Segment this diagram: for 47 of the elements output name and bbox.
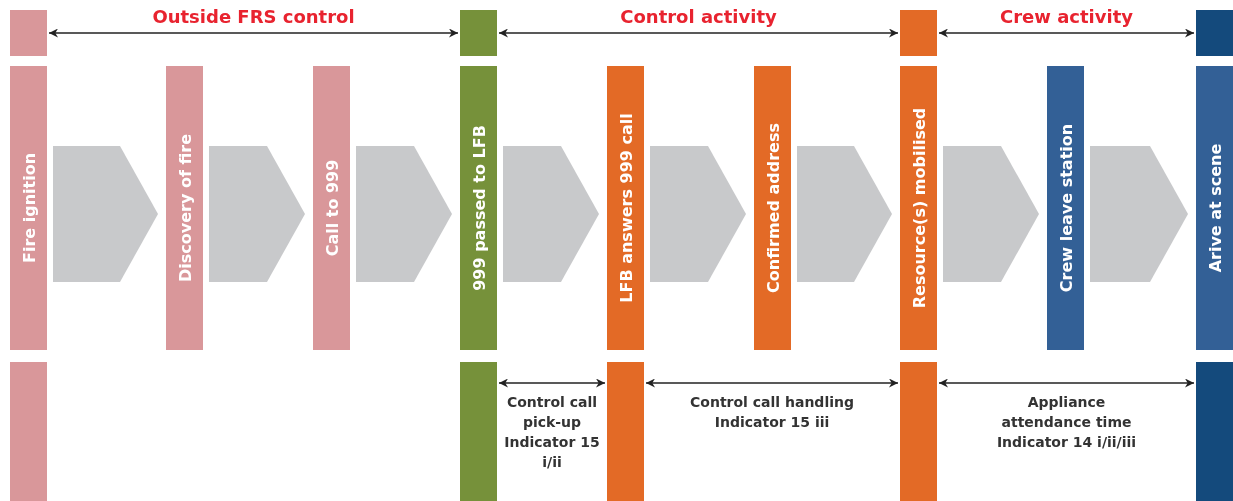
edge-label: Outside FRS control [151, 6, 356, 27]
marker-block [1196, 362, 1233, 501]
chevron-arrow [943, 146, 1039, 282]
step-bar [166, 66, 203, 350]
double-arrow [48, 28, 459, 38]
marker-block [607, 362, 644, 501]
double-arrow [645, 378, 899, 388]
edge-label: Appliance attendance time Indicator 14 i/ii/iii [995, 393, 1138, 452]
marker-block [460, 10, 497, 56]
edge-label: Control call handling Indicator 15 iii [689, 393, 855, 432]
step-bar [1047, 66, 1084, 350]
double-arrow [498, 28, 899, 38]
step-label: Arive at scene [1205, 143, 1224, 273]
marker-block [10, 10, 47, 56]
marker-block [900, 10, 937, 56]
edge-label: Control activity [619, 6, 778, 27]
step-label: 999 passed to LFB [469, 125, 488, 291]
double-arrow [498, 378, 606, 388]
marker-block [1196, 10, 1233, 56]
marker-block [460, 362, 497, 501]
step-bar [607, 66, 644, 350]
step-label: Resource(s) mobilised [909, 107, 928, 309]
edge-label: Control call pick-up Indicator 15 i/ii [503, 393, 601, 472]
step-bar [10, 66, 47, 350]
step-label: Confirmed address [763, 123, 782, 293]
marker-block [900, 362, 937, 501]
step-bar [754, 66, 791, 350]
step-label: Discovery of fire [175, 133, 194, 283]
edge-label: Crew activity [999, 6, 1134, 27]
double-arrow [938, 378, 1195, 388]
chevron-arrow [503, 146, 599, 282]
step-label: LFB answers 999 call [616, 113, 635, 303]
step-label: Crew leave station [1056, 123, 1075, 293]
step-bar [460, 66, 497, 350]
step-label: Fire ignition [19, 152, 38, 264]
chevron-arrow [53, 146, 158, 282]
chevron-arrow [650, 146, 746, 282]
step-bar [313, 66, 350, 350]
step-label: Call to 999 [322, 159, 341, 257]
double-arrow [938, 28, 1195, 38]
chevron-arrow [797, 146, 892, 282]
marker-block [10, 362, 47, 501]
step-bar [1196, 66, 1233, 350]
chevron-arrow [1090, 146, 1188, 282]
chevron-arrow [356, 146, 452, 282]
step-bar [900, 66, 937, 350]
chevron-arrow [209, 146, 305, 282]
